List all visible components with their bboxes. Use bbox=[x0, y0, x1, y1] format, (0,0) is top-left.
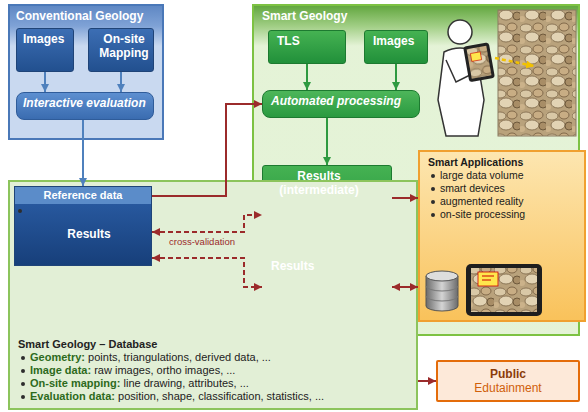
input-box: On-site Mapping bbox=[88, 28, 154, 72]
input-box: Images bbox=[16, 28, 74, 72]
bullet-item: Evaluation data: position, shape, classi… bbox=[18, 390, 324, 403]
view-arrow bbox=[495, 58, 534, 66]
cylinder-body bbox=[426, 276, 458, 311]
arrow-connector bbox=[418, 380, 436, 382]
database-panel: Smart Geology – DatabaseGeometry: points… bbox=[8, 180, 418, 410]
arrow-connector bbox=[120, 72, 122, 92]
bullet-value: points, triangulations, derived data, ..… bbox=[85, 351, 271, 363]
arrow-connector bbox=[395, 64, 397, 90]
process-box: Automated processing bbox=[262, 90, 420, 118]
dashed-connector bbox=[152, 258, 262, 287]
box-label: Public bbox=[490, 367, 526, 381]
box-label: On-site Mapping bbox=[95, 32, 153, 60]
box-label: Results bbox=[271, 259, 314, 273]
arrow-connector bbox=[392, 286, 418, 288]
box-label: Edutainment bbox=[474, 381, 541, 395]
tablet-device bbox=[463, 42, 495, 82]
text-group: Results (intermediate) bbox=[271, 169, 367, 197]
bullet-item: Image data: raw images, ortho images, ..… bbox=[18, 364, 324, 377]
application-panel: Smart Applicationslarge data volumesmart… bbox=[418, 150, 586, 322]
result-box: Reference dataResults bbox=[14, 186, 152, 266]
bullet-item: smart devices bbox=[428, 182, 525, 195]
arrow-connector bbox=[306, 64, 308, 90]
box-label: Results bbox=[15, 204, 151, 265]
text-group: Smart Applicationslarge data volumesmart… bbox=[428, 156, 525, 221]
annotation-marks bbox=[482, 276, 494, 280]
bullet-key: Geometry: bbox=[30, 351, 85, 363]
text-group: TLS bbox=[277, 34, 300, 48]
tablet-annotation bbox=[478, 272, 498, 286]
arrow-connector bbox=[392, 197, 418, 199]
bullet-item: large data volume bbox=[428, 169, 525, 182]
arrow-connector bbox=[326, 118, 328, 165]
panel-title: Smart Geology – Database bbox=[18, 338, 324, 351]
tablet-frame bbox=[463, 42, 495, 82]
box-label: Images bbox=[373, 34, 414, 48]
person-head bbox=[448, 20, 472, 44]
database-icon bbox=[426, 271, 458, 311]
edge-label: cross-validation bbox=[167, 236, 237, 247]
box-label: Images bbox=[23, 32, 64, 46]
input-box: TLS bbox=[268, 30, 346, 64]
arrow-connector bbox=[152, 104, 262, 196]
group-panel: Conventional GeologyImages On-site Mappin… bbox=[8, 4, 164, 140]
text-group: Images bbox=[373, 34, 414, 48]
arrow-connector bbox=[44, 72, 46, 92]
connector-group bbox=[45, 64, 436, 381]
cylinder-band bbox=[426, 286, 458, 301]
bullet-item: On-site mapping: line drawing, attribute… bbox=[18, 377, 324, 390]
bullet-value: raw images, ortho images, ... bbox=[91, 364, 235, 376]
output-box: PublicEdutainment bbox=[436, 360, 580, 402]
text-group: Results bbox=[271, 259, 314, 273]
tablet-icon bbox=[466, 264, 542, 316]
text-group: Reference dataResults bbox=[15, 187, 151, 265]
bullet-key: Image data: bbox=[30, 364, 91, 376]
cylinder-top bbox=[426, 271, 458, 281]
tablet-screen bbox=[471, 268, 537, 312]
box-label: Results (intermediate) bbox=[271, 169, 367, 197]
box-label: Automated processing bbox=[271, 94, 401, 108]
text-group: Images bbox=[23, 32, 64, 46]
bullet-item: augmented reality bbox=[428, 195, 525, 208]
arrow-connector bbox=[82, 120, 84, 186]
bullet-item: Geometry: points, triangulations, derive… bbox=[18, 351, 324, 364]
bullet-key: Evaluation data: bbox=[30, 390, 115, 402]
dashed-connector bbox=[152, 215, 262, 232]
rock-photo bbox=[498, 10, 576, 136]
text-group: Automated processing bbox=[271, 94, 401, 108]
text-group: On-site Mapping bbox=[95, 32, 153, 60]
bullet-key: On-site mapping: bbox=[30, 377, 120, 389]
text-group: Interactive evaluation bbox=[23, 96, 146, 110]
panel-title: Conventional Geology bbox=[16, 9, 143, 23]
tablet-frame bbox=[466, 264, 542, 316]
box-label: Interactive evaluation bbox=[23, 96, 146, 110]
bullet-value: position, shape, classification, statist… bbox=[115, 390, 324, 402]
input-box: Images bbox=[364, 30, 428, 64]
text-group: PublicEdutainment bbox=[474, 367, 541, 395]
panel-title: Smart Geology bbox=[262, 9, 347, 23]
box-label: TLS bbox=[277, 34, 300, 48]
process-box: Interactive evaluation bbox=[16, 92, 154, 120]
header-label: Reference data bbox=[15, 187, 151, 204]
tablet-annotation bbox=[470, 52, 481, 62]
person-arm bbox=[446, 60, 472, 82]
bullet-value: line drawing, attributes, ... bbox=[120, 377, 248, 389]
bullet-item: on-site processing bbox=[428, 208, 525, 221]
person-sketch bbox=[438, 20, 534, 136]
text-group: Conventional Geology bbox=[16, 9, 143, 23]
person-body bbox=[438, 48, 484, 136]
tablet-screen bbox=[467, 46, 492, 79]
text-group: Smart Geology – DatabaseGeometry: points… bbox=[18, 338, 324, 403]
text-group: Smart Geology bbox=[262, 9, 347, 23]
panel-title: Smart Applications bbox=[428, 156, 525, 169]
